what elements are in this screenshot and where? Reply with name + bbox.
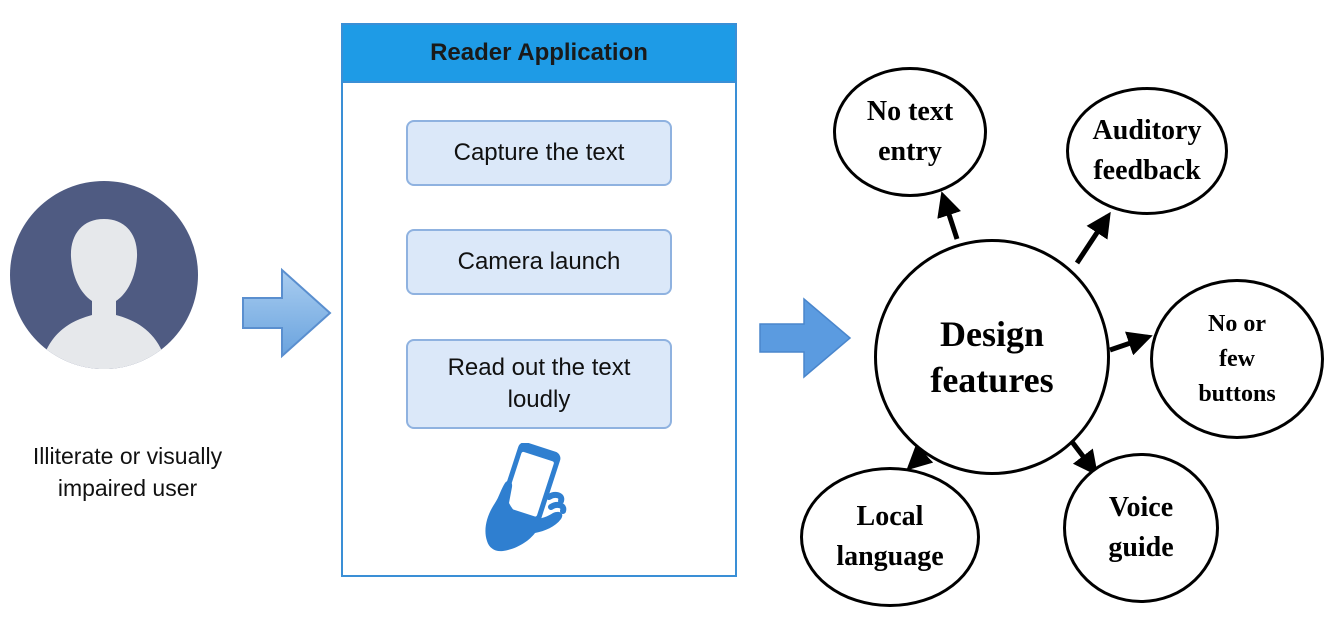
reader-application-title: Reader Application xyxy=(343,25,735,83)
feature-label-line-1: Auditory xyxy=(1092,115,1202,146)
step-1-label: Capture the text xyxy=(453,139,625,166)
block-arrow-user-to-reader xyxy=(242,267,332,359)
arrow-to-no-or-few-buttons xyxy=(1109,331,1153,356)
design-features-hub: Design features xyxy=(874,239,1110,475)
feature-label-line-2: guide xyxy=(1108,532,1174,563)
feature-label-line-1: Local xyxy=(856,501,924,532)
feature-local-language: Local language xyxy=(800,467,980,607)
feature-label-line-2: entry xyxy=(878,136,942,167)
feature-label-line-1: No text xyxy=(866,96,954,127)
feature-no-or-few-buttons: No or few buttons xyxy=(1150,279,1324,439)
step-2-label: Camera launch xyxy=(457,248,621,275)
arrow-to-no-text-entry xyxy=(937,191,962,240)
feature-label-line-2: language xyxy=(836,541,944,572)
user-caption-line-2: impaired user xyxy=(57,475,198,501)
reader-application-panel: Reader Application Capture the text Came… xyxy=(341,23,737,577)
feature-label-line-3: buttons xyxy=(1198,380,1276,407)
feature-no-text-entry: No text entry xyxy=(833,67,987,197)
feature-label-line-1: Voice xyxy=(1108,492,1174,523)
hub-label-line-2: features xyxy=(930,360,1054,400)
feature-voice-guide: Voice guide xyxy=(1063,453,1219,603)
smartphone-hand-icon xyxy=(485,443,567,552)
step-3-label-line-2: loudly xyxy=(507,386,571,413)
block-arrow-reader-to-design xyxy=(759,297,852,379)
step-read-out-text: Read out the text loudly xyxy=(406,339,672,429)
feature-label-line-2: feedback xyxy=(1093,155,1201,186)
step-3-label-line-1: Read out the text xyxy=(447,354,631,381)
step-camera-launch: Camera launch xyxy=(406,229,672,295)
user-caption: Illiterate or visually impaired user xyxy=(0,440,255,504)
user-caption-line-1: Illiterate or visually xyxy=(32,443,223,469)
arrow-to-auditory-feedback xyxy=(1074,211,1111,265)
user-avatar-icon xyxy=(10,181,198,369)
feature-label-line-1: No or xyxy=(1208,310,1266,337)
hub-label-line-1: Design xyxy=(939,314,1044,354)
step-capture-text: Capture the text xyxy=(406,120,672,186)
feature-auditory-feedback: Auditory feedback xyxy=(1066,87,1228,215)
feature-label-line-2: few xyxy=(1219,345,1255,372)
